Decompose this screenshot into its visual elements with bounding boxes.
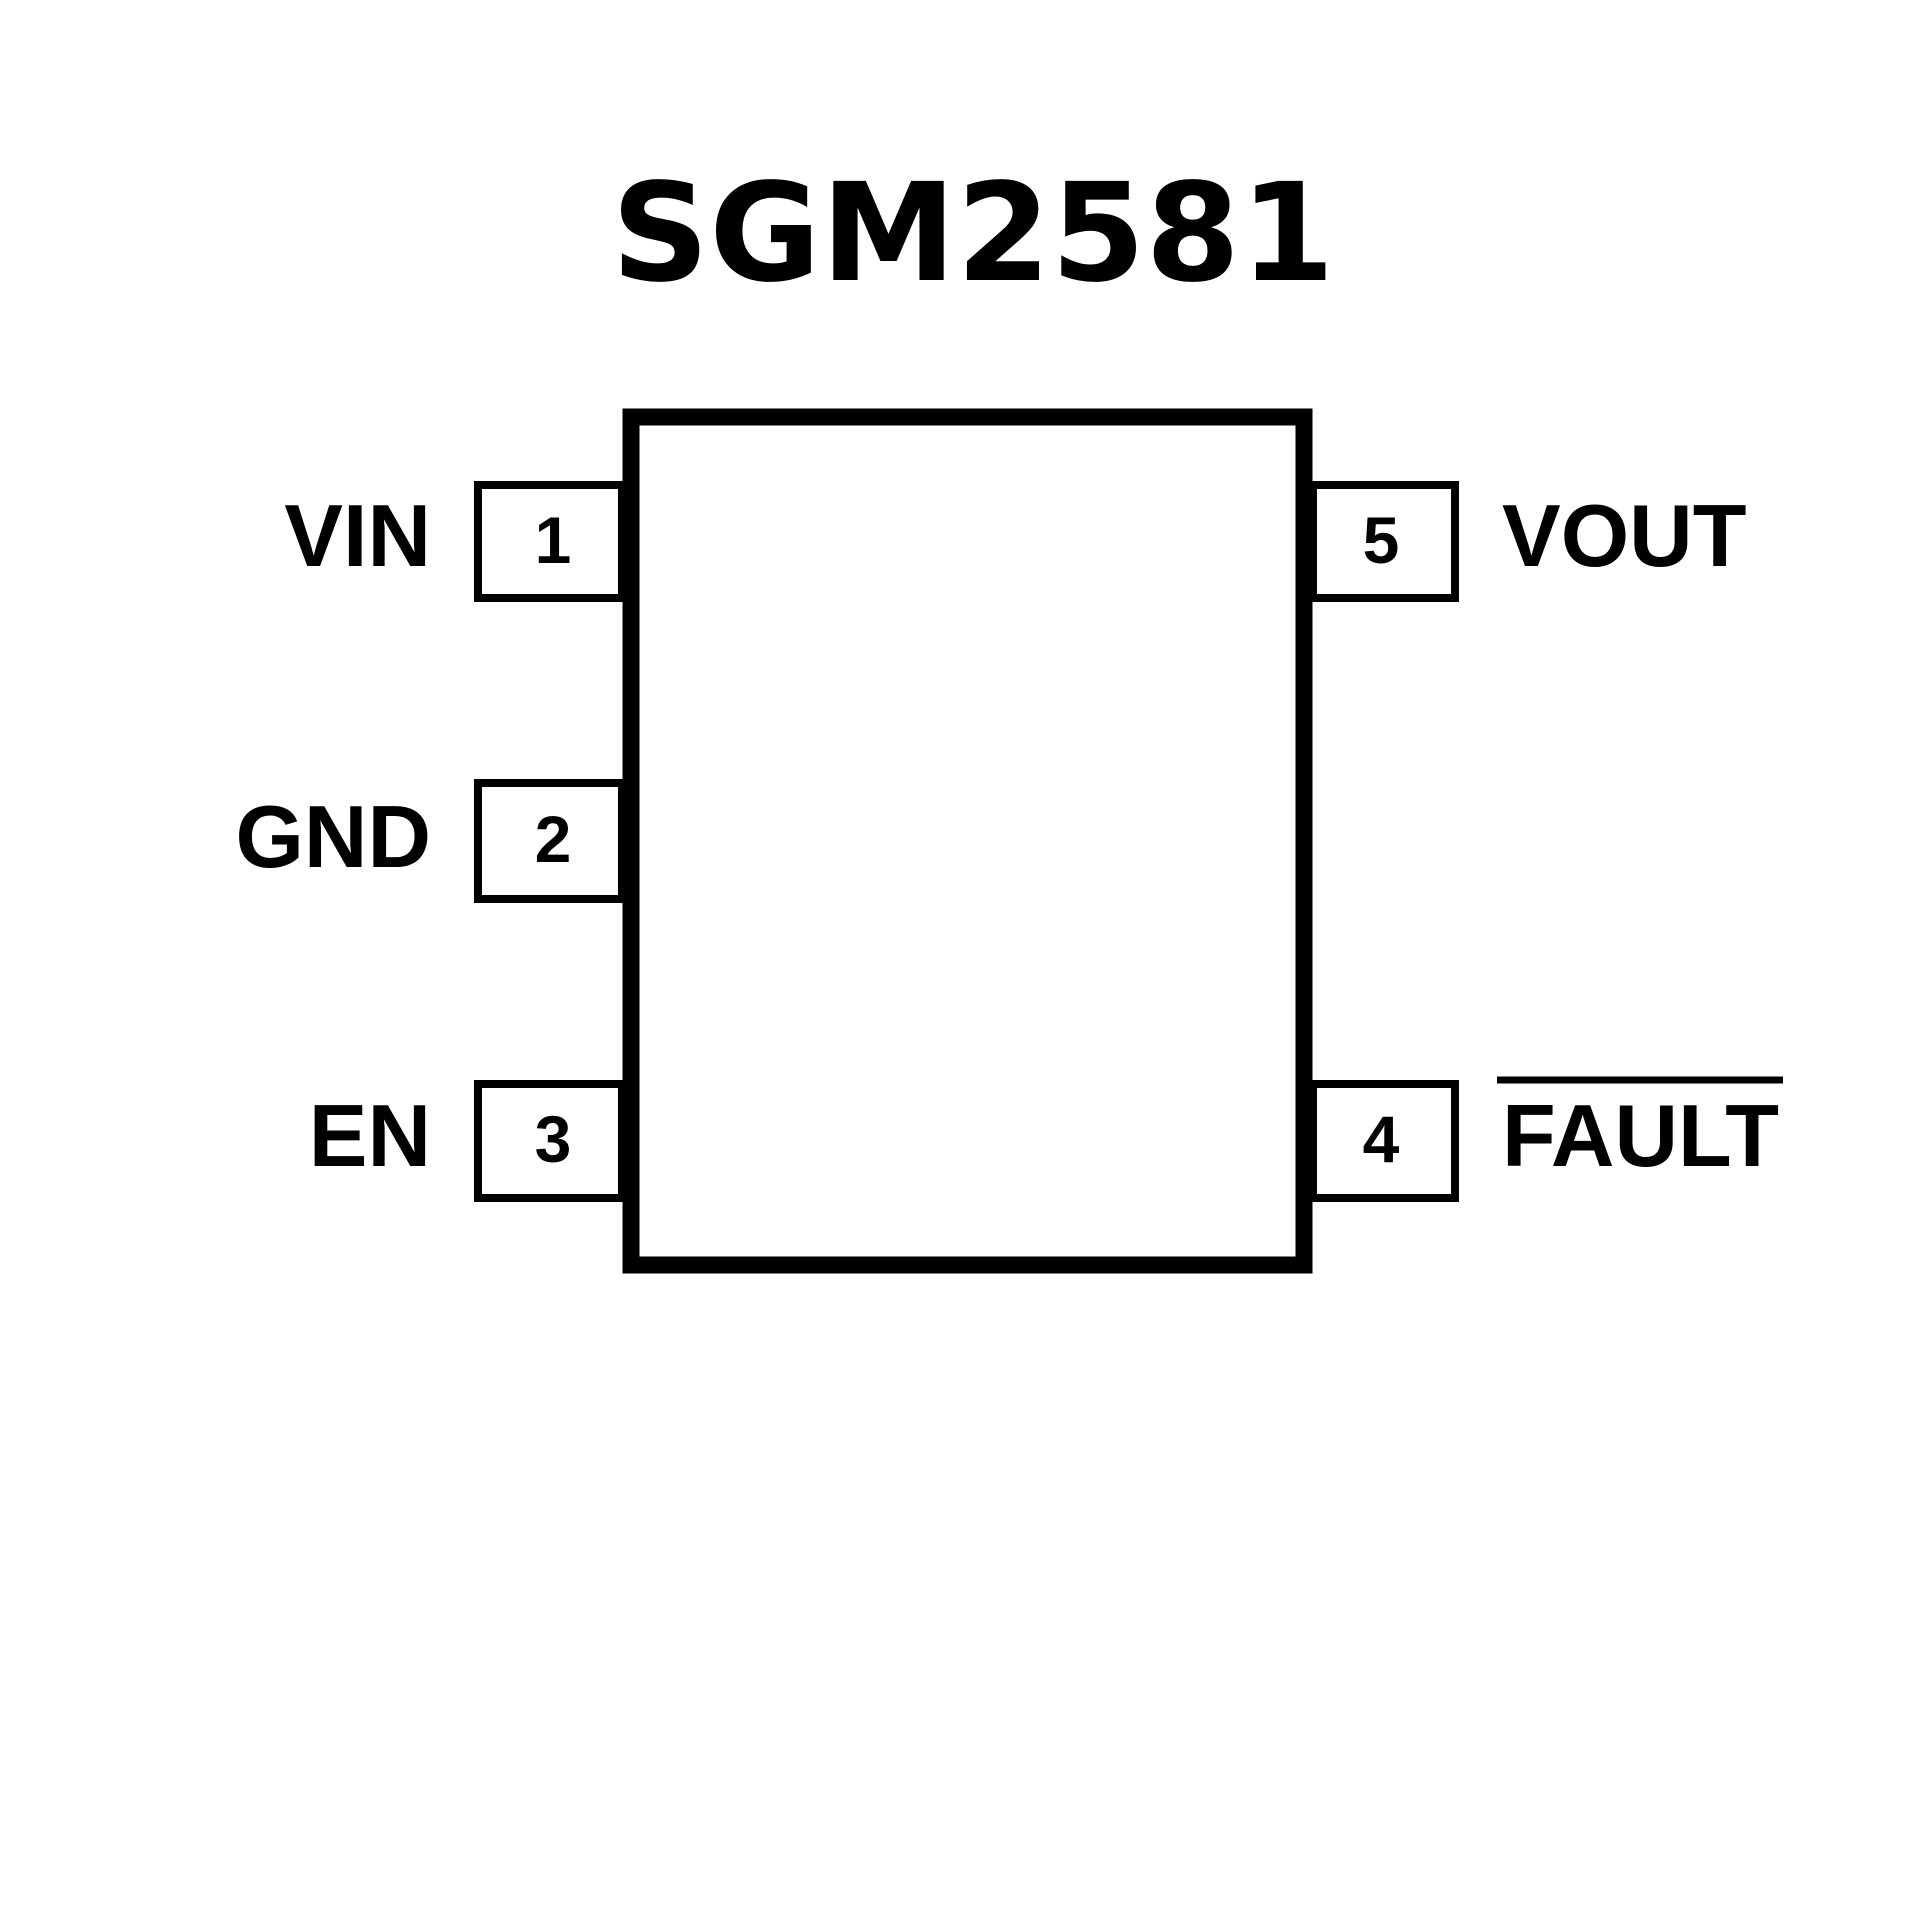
- pin-label: FAULT: [1502, 1086, 1779, 1185]
- pin-label: VIN: [284, 486, 431, 585]
- pin-5: 5 VOUT: [1309, 481, 1746, 602]
- pin-number: 3: [535, 1102, 572, 1176]
- pin-4: 4 FAULT: [1309, 1076, 1783, 1202]
- pin-number: 5: [1363, 503, 1400, 577]
- chip-title: SGM2581: [611, 155, 1334, 313]
- pin-number: 2: [535, 802, 572, 876]
- chip-body: [622, 408, 1313, 1274]
- pin-number: 4: [1363, 1102, 1400, 1176]
- pin-label: GND: [235, 787, 431, 886]
- pin-1: 1 VIN: [284, 481, 626, 602]
- pin-2: 2 GND: [235, 779, 626, 903]
- pin-3: 3 EN: [309, 1080, 626, 1202]
- pin-number: 1: [535, 503, 572, 577]
- pin-label: EN: [309, 1086, 431, 1185]
- pin-label: VOUT: [1502, 486, 1746, 585]
